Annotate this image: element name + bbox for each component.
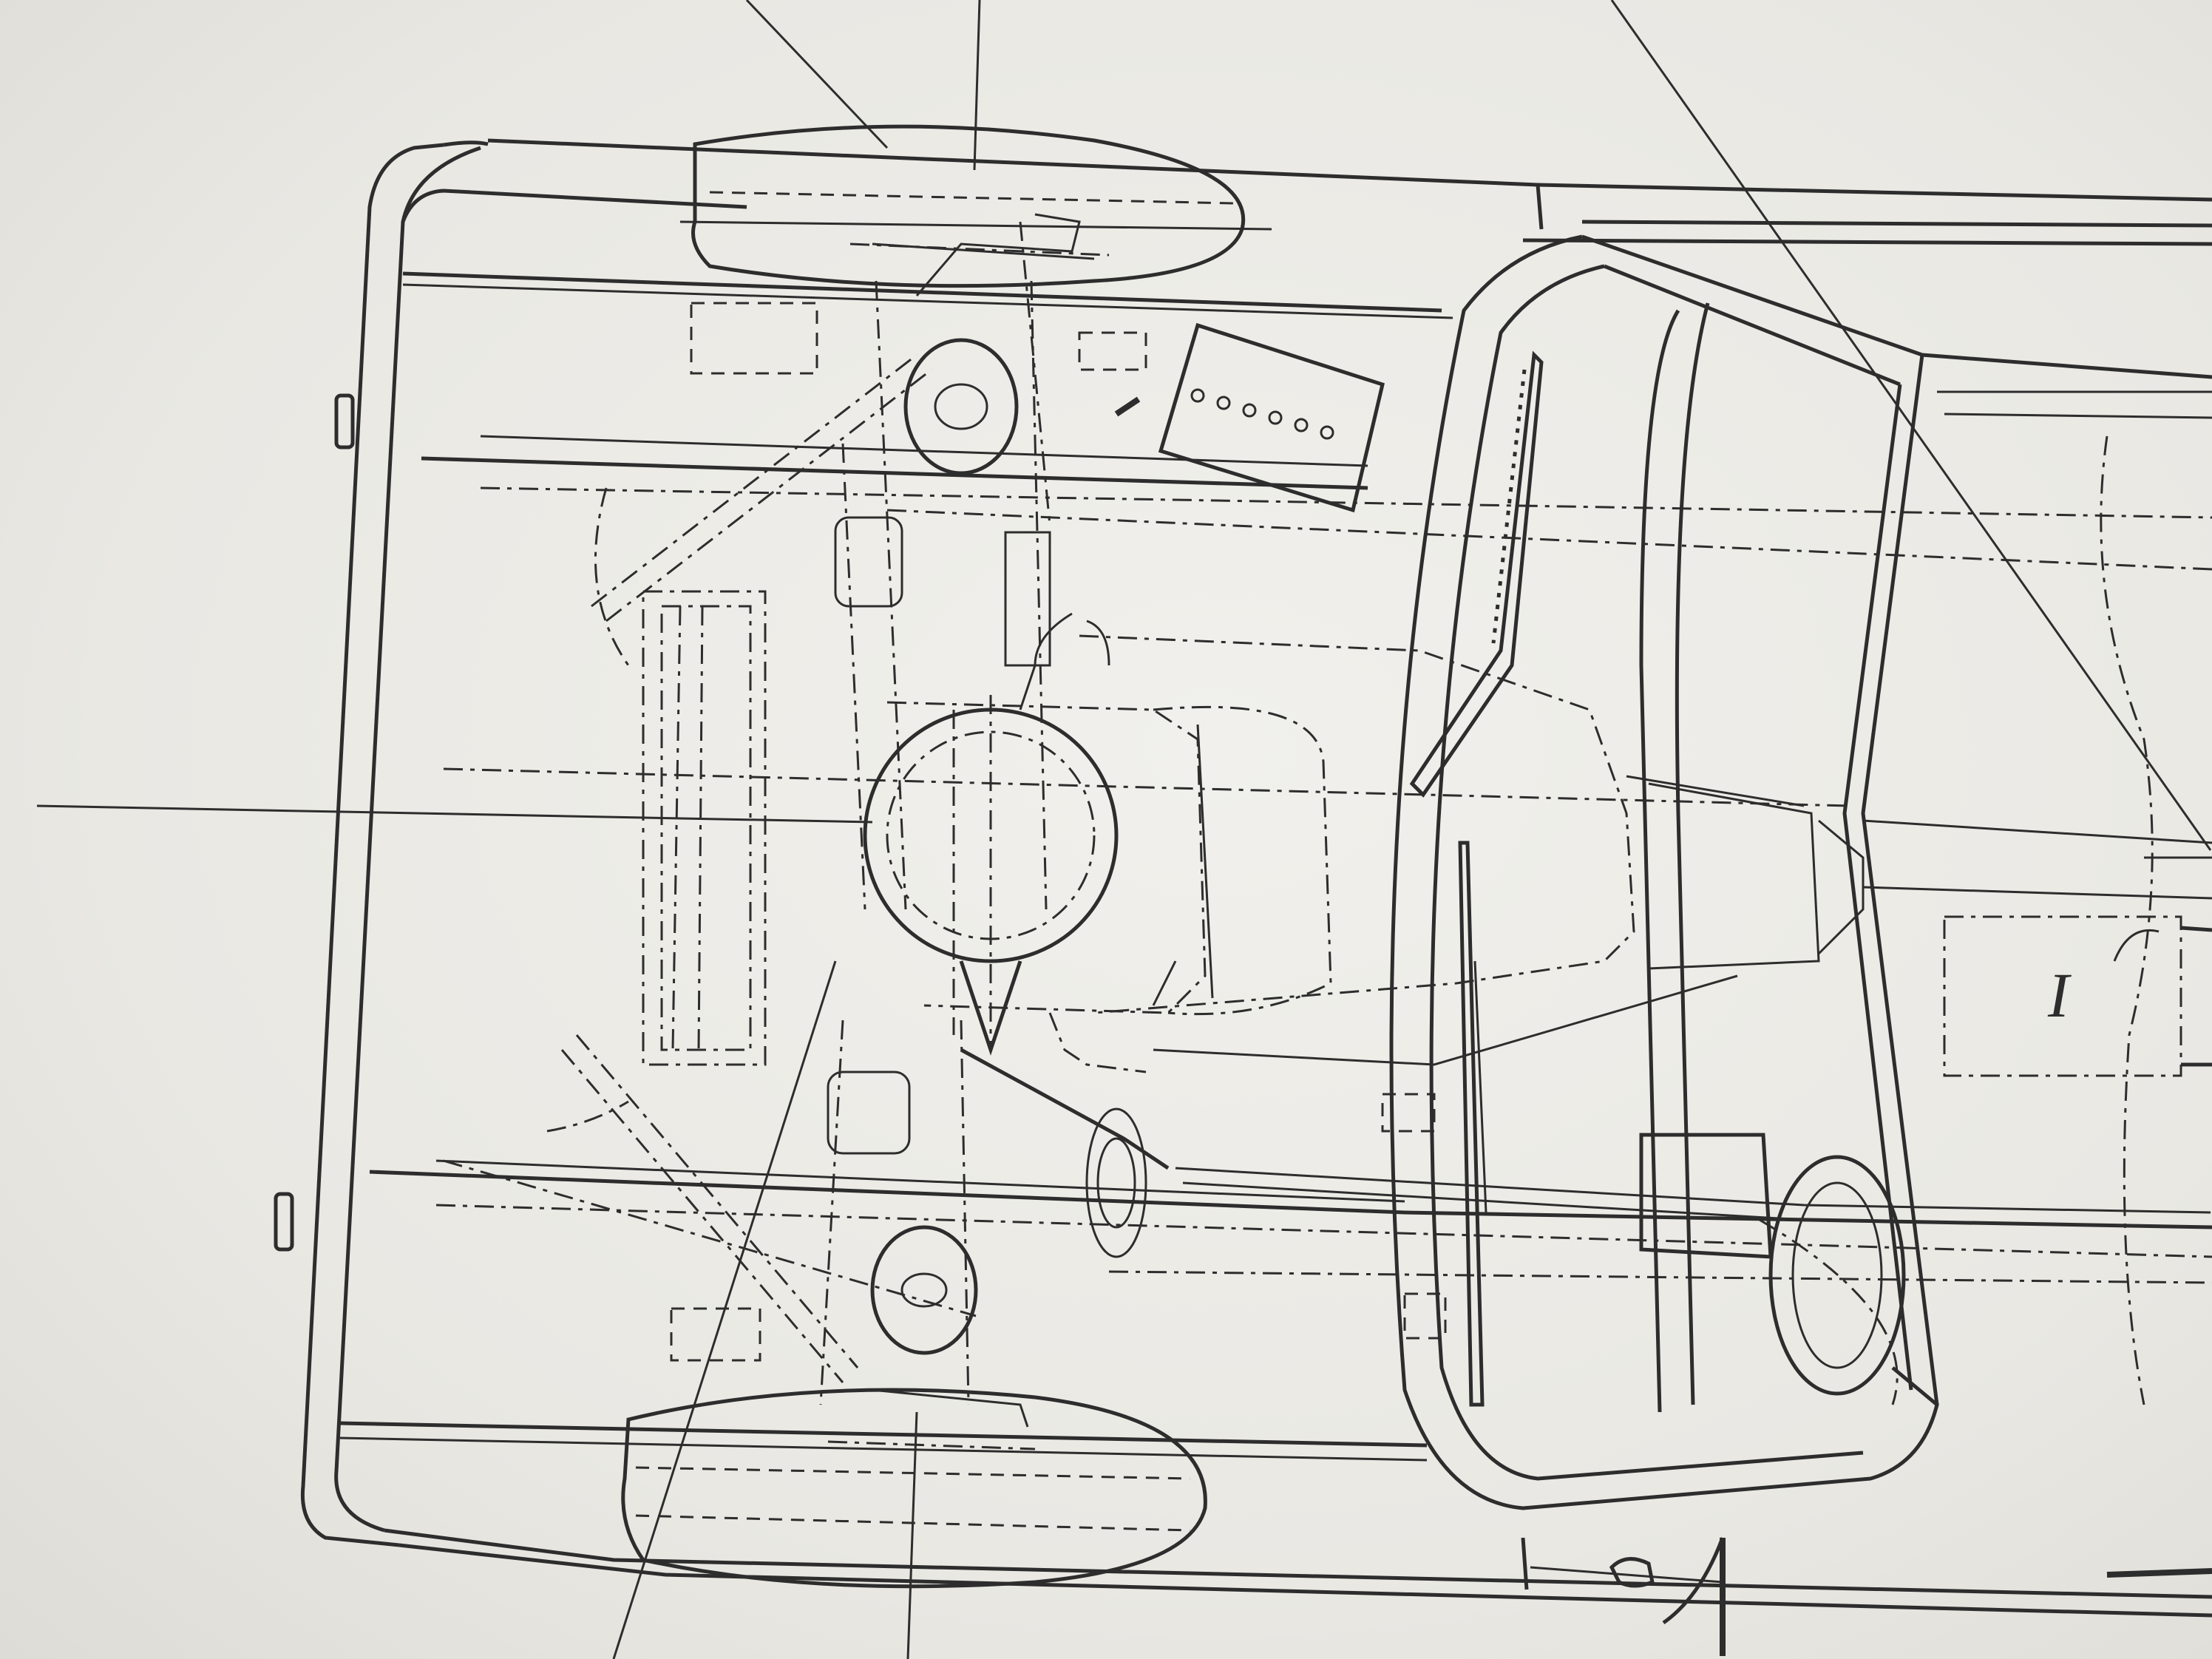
battery-box: [1114, 322, 1385, 513]
wiper-blades: [1409, 350, 1544, 1407]
engine-block: [863, 695, 1332, 1056]
front-suspension-top: [834, 213, 1095, 910]
battery-cells: [1190, 388, 1334, 440]
section-mark-label: I: [2047, 960, 2072, 1031]
front-wheel-bottom: [621, 1388, 1207, 1589]
front-suspension-bottom: [819, 1020, 1170, 1428]
car-body-outline: [274, 138, 2212, 1656]
callout-leader-lines: [36, 0, 2212, 1659]
auxiliary-components: [670, 302, 1447, 1362]
driveshaft-tunnel: [1019, 612, 2212, 1073]
seat-box: [1943, 856, 2212, 1077]
frame-rails: [369, 435, 2212, 1284]
door-handle: [1530, 1557, 2212, 1588]
steering-wheel: [1175, 1133, 2211, 1396]
fan-sweep: [443, 353, 2154, 1405]
radiator: [642, 590, 767, 1066]
windshield-frame: [1389, 234, 2212, 1510]
